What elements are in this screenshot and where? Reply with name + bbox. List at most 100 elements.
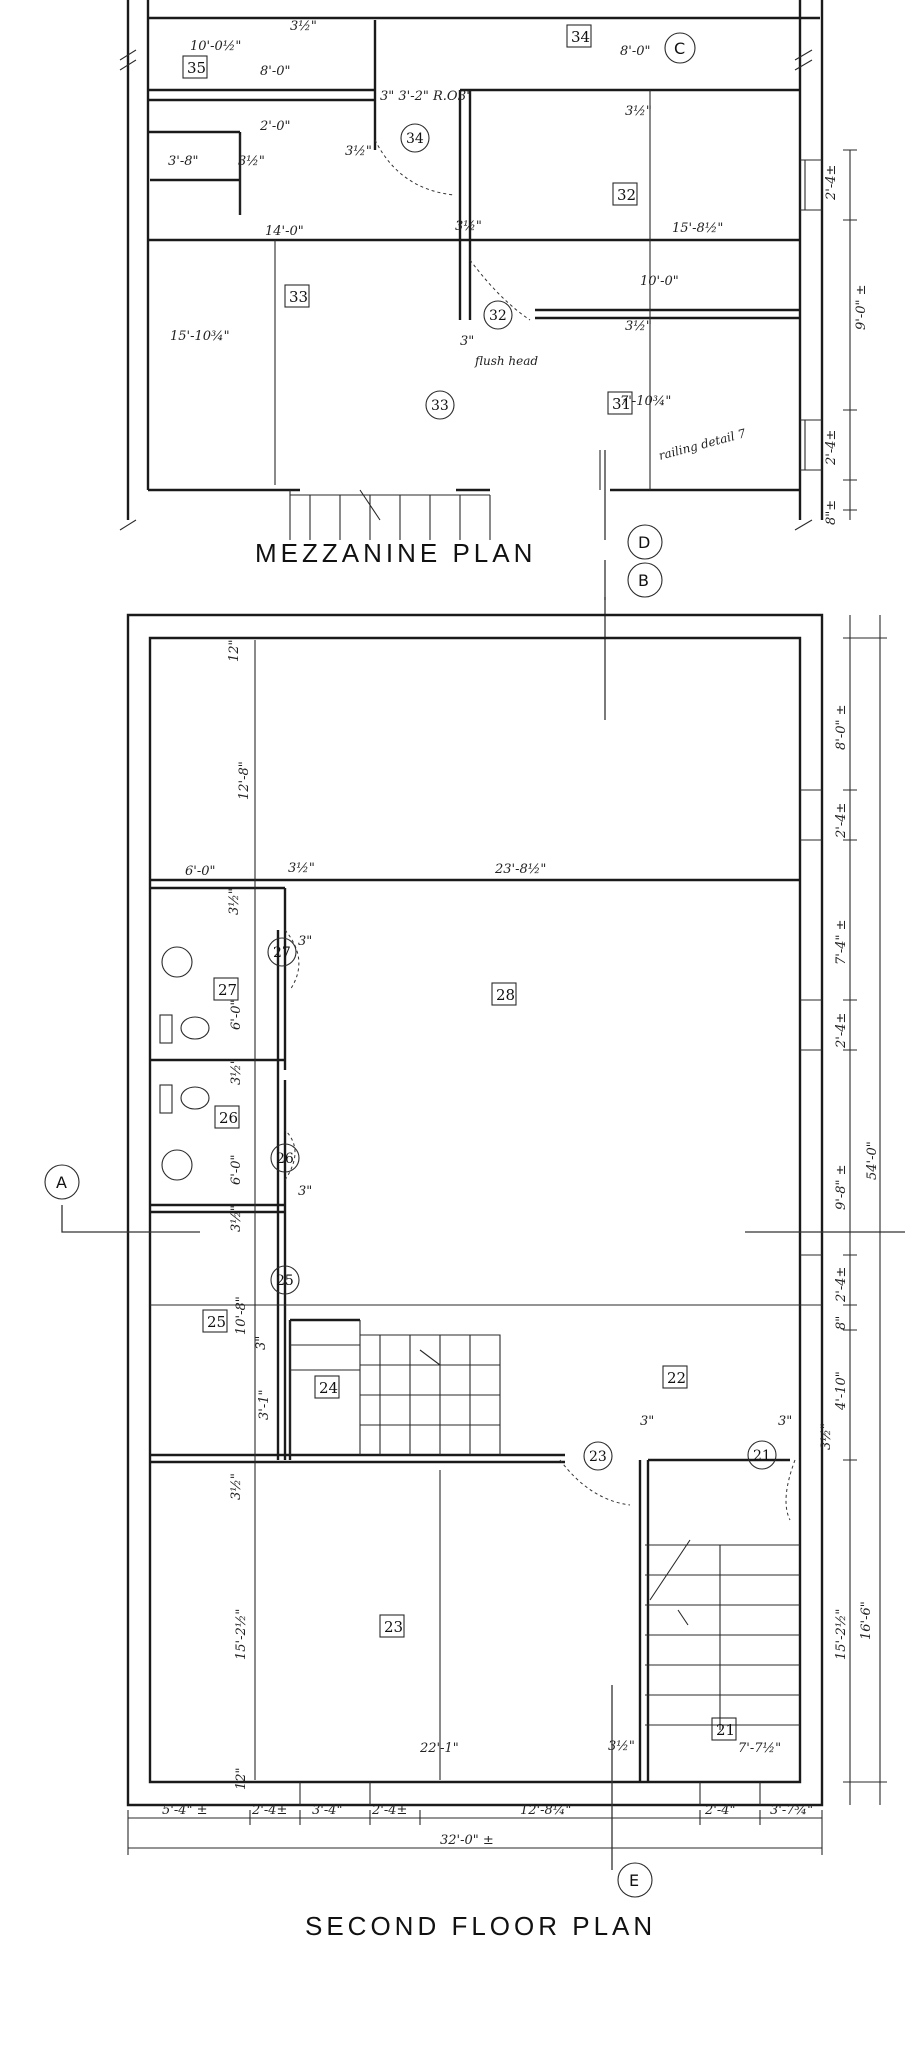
grid-bubble-c-circle [664, 32, 696, 64]
grid-bubble-a: A [56, 1173, 67, 1192]
room-tag-32: 32 [617, 186, 636, 204]
room-tag-23-box [379, 1614, 405, 1638]
door-swing-21 [785, 1459, 796, 1521]
toilet-icon [180, 1016, 210, 1040]
door-bubble-34-circle [400, 123, 430, 153]
grid-bubble-d: D [638, 533, 650, 552]
mezzanine-door-swing-34 [374, 139, 456, 196]
door-bubble-25: 25 [276, 1273, 294, 1289]
bottom-dim-4: 2'-4± [371, 1803, 407, 1818]
room-tag-26-box [214, 1105, 240, 1129]
door-bubble-32-circle [483, 300, 513, 330]
floor-dim-15: 3'-1" [257, 1390, 272, 1421]
grid-bubble-b-circle [627, 562, 663, 598]
floor-dim-6: 3½" [227, 888, 242, 915]
handwritten-note-2: railing detail 7 [657, 426, 747, 463]
grid-bubble-e: E [629, 1871, 639, 1890]
room-tag-32-box [612, 182, 638, 206]
door-bubble-27: 27 [273, 945, 291, 961]
right-dim-2: 2'-4± [834, 803, 849, 839]
grid-bubble-d-circle [627, 524, 663, 560]
right-dim-11: 16'-6" [859, 1601, 874, 1640]
mezzanine-plan [119, 0, 824, 600]
door-bubble-32: 32 [489, 308, 507, 324]
mezzanine-break-marks [119, 49, 813, 531]
floor-dim-21: 22'-1" [419, 1741, 459, 1756]
floor-dim-4: 3½" [288, 861, 315, 876]
second-floor-partition-lines [150, 640, 800, 1780]
mezz-side-4: 8"± [824, 500, 839, 525]
second-floor-plan [61, 613, 905, 1870]
door-bubble-33-circle [425, 390, 455, 420]
handwritten-note-1: flush head [474, 354, 538, 368]
room-tag-35: 35 [187, 59, 206, 77]
toilet-tank-icon-2 [159, 1084, 173, 1114]
floor-dim-20: 15'-2½" [234, 1609, 249, 1660]
door-swing-27 [284, 929, 300, 991]
mezzanine-windows [800, 159, 822, 471]
room-tag-28: 28 [496, 986, 515, 1004]
mezz-dim-13: 10'-0" [640, 274, 679, 289]
mezz-dim-17: 3" [458, 89, 472, 104]
room-tag-22: 22 [667, 1369, 686, 1387]
floor-dim-22: 3½" [608, 1739, 635, 1754]
room-tag-25: 25 [207, 1313, 226, 1331]
room-tag-21-box [711, 1717, 737, 1741]
room-tag-28-box [491, 982, 517, 1006]
mezzanine-interior-walls [148, 20, 800, 320]
second-floor-room-tags: 28 27 26 25 24 22 23 21 27 26 25 23 21 A… [44, 937, 777, 1898]
door-bubble-26: 26 [276, 1151, 294, 1167]
stair-24 [289, 1320, 501, 1455]
door-bubble-26-circle [270, 1143, 300, 1173]
floor-dim-2: 12'-8" [237, 761, 252, 800]
room-tag-26: 26 [219, 1109, 238, 1127]
right-dimension-line [843, 615, 887, 1805]
bottom-dim-2: 2'-4± [251, 1803, 287, 1818]
mezz-dim-16: 3½" [625, 104, 652, 119]
floor-dim-13: 10'-8" [234, 1296, 249, 1335]
bottom-dim-6: 2'-4" [704, 1803, 736, 1818]
mezz-dim-5: 3'-8" [168, 154, 199, 169]
right-dim-7: 2'-4± [834, 1267, 849, 1303]
bottom-dimension-line [127, 1810, 823, 1855]
mezzanine-right-wall [798, 0, 824, 520]
door-bubble-21: 21 [753, 1448, 771, 1464]
floor-dim-12: 3½" [229, 1205, 244, 1232]
floor-dim-14: 3" [254, 1336, 269, 1350]
second-floor-plan-title: SECOND FLOOR PLAN [305, 1911, 656, 1941]
room-tag-33-box [284, 284, 310, 308]
floor-dim-7: 3" [298, 934, 312, 949]
right-dim-6: 54'-0" [865, 1141, 880, 1180]
grid-bubble-a-circle [44, 1164, 80, 1200]
mezz-side-2: 9'-0" ± [854, 284, 869, 330]
right-dim-4: 2'-4± [834, 1013, 849, 1049]
room-tag-31-box [607, 391, 633, 415]
bottom-dim-8: 32'-0" ± [440, 1833, 494, 1848]
floor-dim-17: 3" [640, 1414, 654, 1429]
room-tag-23: 23 [384, 1618, 403, 1636]
bottom-dim-5: 12'-8¼" [520, 1803, 571, 1818]
mezz-dim-3: 3½" [290, 19, 317, 34]
floor-dim-5: 23'-8½" [494, 862, 546, 877]
mezzanine-plan-title: MEZZANINE PLAN [255, 538, 536, 568]
room-tag-33: 33 [289, 288, 308, 306]
sink-icon [161, 946, 193, 978]
room-tag-34-box [566, 24, 592, 48]
door-bubble-25-circle [270, 1265, 300, 1295]
right-dim-5: 9'-8" ± [834, 1164, 849, 1210]
mezz-dim-18: 3½" [625, 319, 652, 334]
mezzanine-dimensions: 10'-0½" 8'-0" 3½" 2'-0" 3'-8" 3½" 3" 3'-… [168, 19, 869, 525]
room-tag-27-box [213, 977, 239, 1001]
right-dim-10: 15'-2½" [834, 1609, 849, 1660]
mezz-side-3: 2'-4± [824, 430, 839, 466]
floor-dim-3: 6'-0" [185, 864, 216, 879]
room-tag-35-box [182, 55, 208, 79]
floor-dim-10: 6'-0" [229, 1155, 244, 1186]
bottom-dim-1: 5'-4" ± [162, 1803, 208, 1818]
floor-dim-24: 12" [234, 1767, 249, 1790]
floor-dim-19: 3½" [819, 1423, 834, 1450]
room-tag-31: 31 [612, 395, 631, 413]
right-dim-3: 7'-4" ± [834, 919, 849, 965]
mezz-dim-12: 15'-8½" [672, 221, 723, 236]
floor-dim-8: 6'-0" [229, 1000, 244, 1031]
